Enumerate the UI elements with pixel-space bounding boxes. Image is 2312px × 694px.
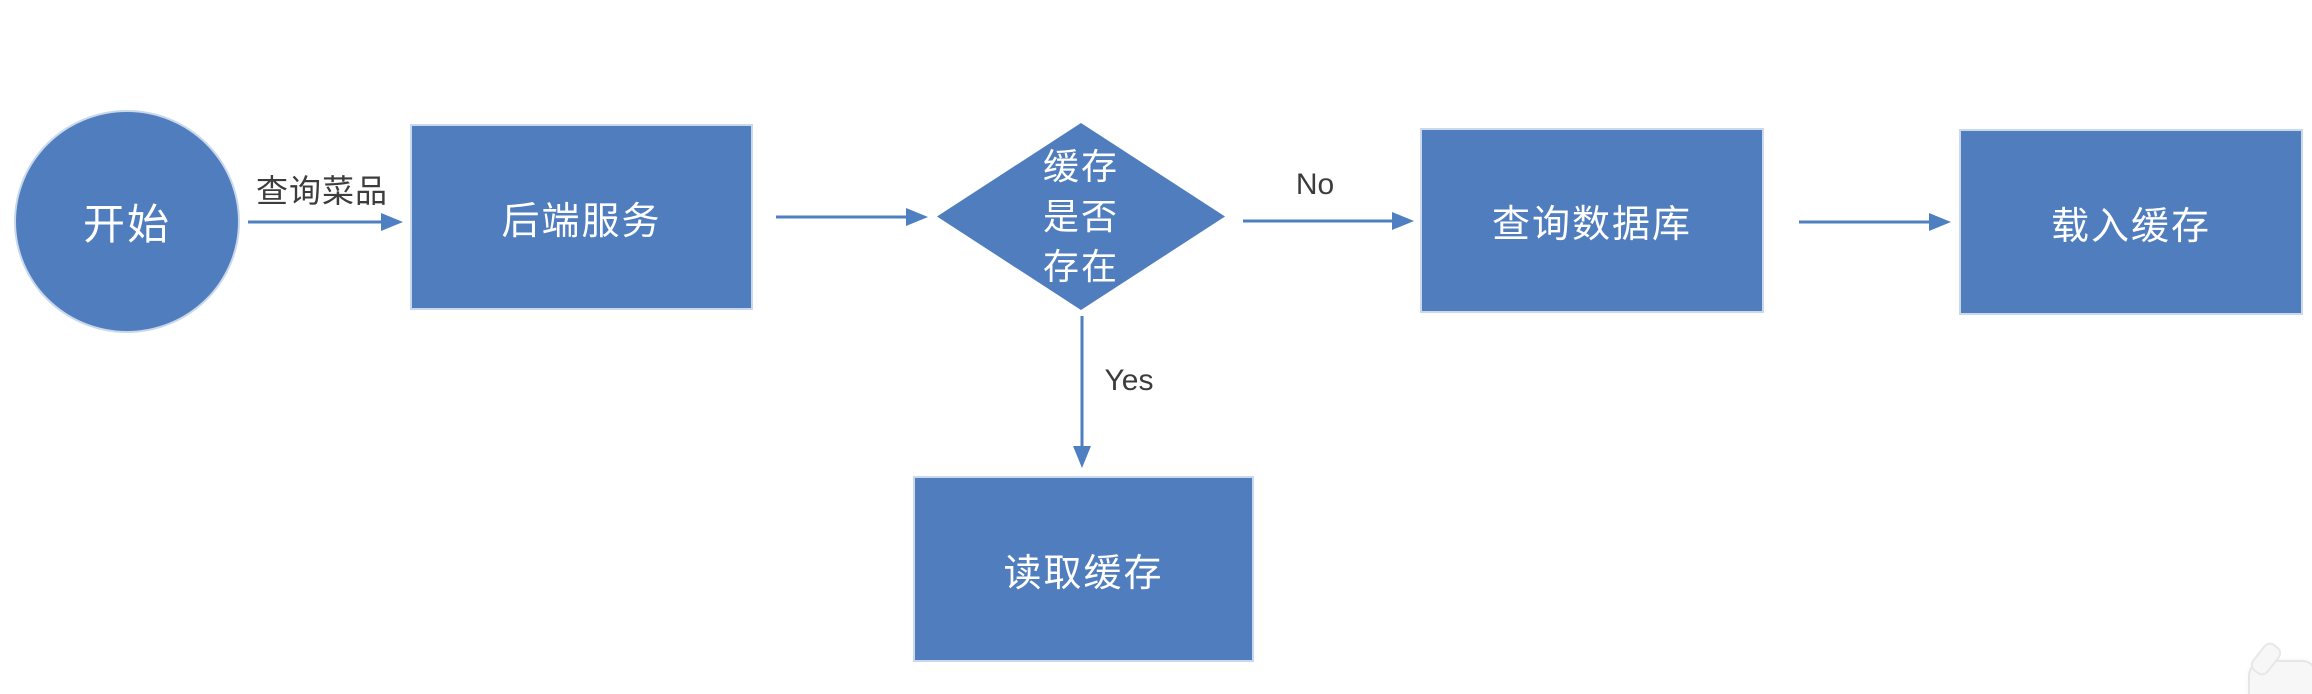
edge-label-yes: Yes xyxy=(1104,364,1154,397)
arrow-query-db-to-load-cache xyxy=(1799,213,1951,231)
arrow-cache-check-to-read-cache xyxy=(1073,316,1091,468)
corner-watermark xyxy=(2247,639,2312,694)
node-start: 开始 xyxy=(14,110,240,333)
edge-label-no: No xyxy=(1295,168,1335,201)
node-query-database-label: 查询数据库 xyxy=(1491,204,1692,246)
edge-label-query-dishes: 查询菜品 xyxy=(255,173,388,209)
node-load-cache: 载入缓存 xyxy=(1959,129,2303,315)
arrow-backend-to-cache-check xyxy=(776,208,928,226)
node-backend-service: 后端服务 xyxy=(410,124,753,310)
corner-watermark-thumb xyxy=(2247,639,2285,679)
decision-label-line-2: 是否 xyxy=(1042,195,1119,237)
decision-label-line-3: 存在 xyxy=(1042,245,1119,287)
arrow-start-to-backend xyxy=(248,213,403,231)
node-read-cache-label: 读取缓存 xyxy=(1003,552,1164,595)
node-start-label: 开始 xyxy=(82,201,171,248)
node-query-database: 查询数据库 xyxy=(1420,128,1764,313)
node-load-cache-label: 载入缓存 xyxy=(2050,205,2211,248)
node-backend-service-label: 后端服务 xyxy=(501,200,662,243)
node-cache-exists-decision: 缓存 是否 存在 xyxy=(937,123,1225,310)
node-read-cache: 读取缓存 xyxy=(913,476,1254,662)
decision-label-line-1: 缓存 xyxy=(1042,145,1119,187)
arrow-cache-check-to-query-db xyxy=(1243,212,1414,230)
